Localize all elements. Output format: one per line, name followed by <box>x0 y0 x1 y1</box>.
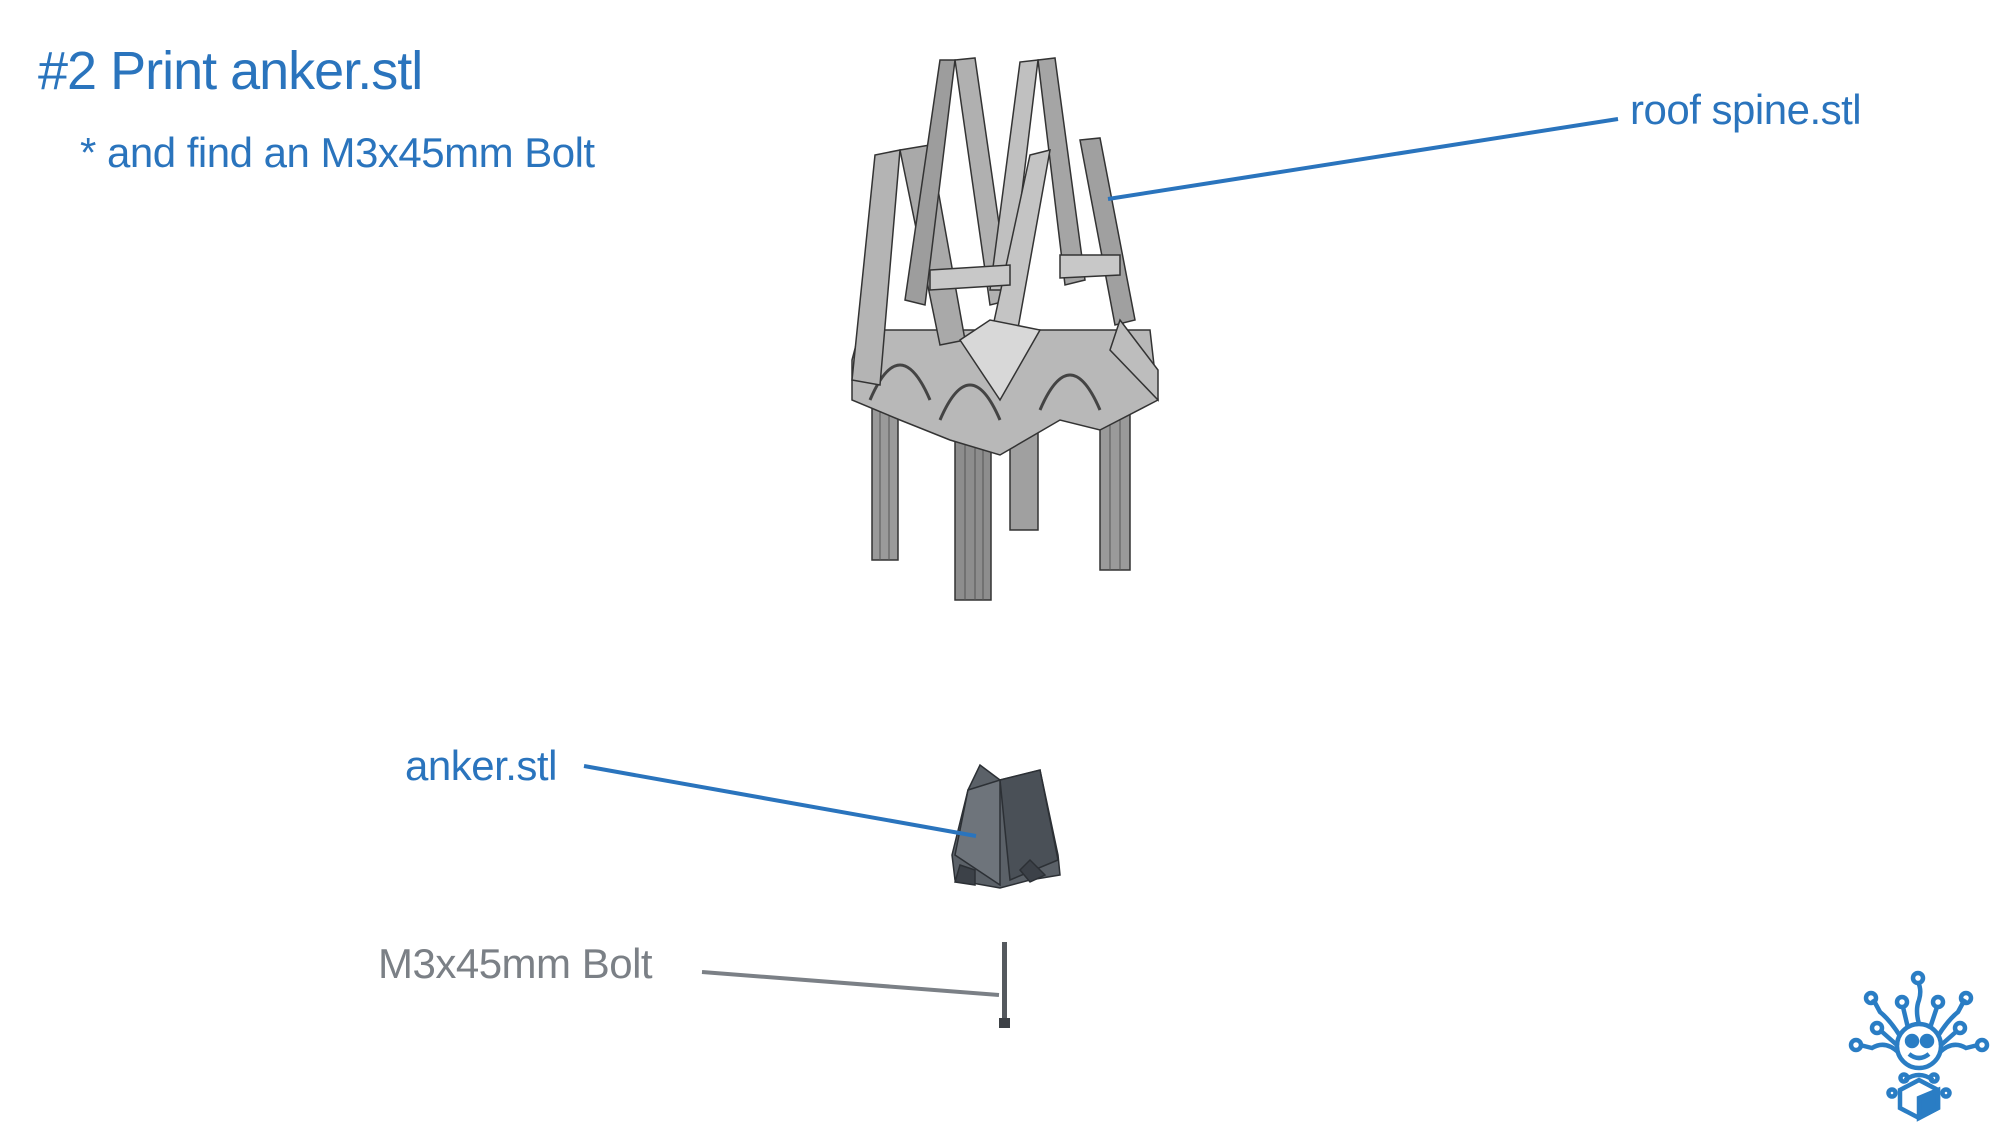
slide-subtitle: * and find an M3x45mm Bolt <box>80 129 595 176</box>
label-roof-spine: roof spine.stl <box>1630 86 1862 133</box>
slide-title: #2 Print anker.stl <box>38 41 423 101</box>
label-bolt: M3x45mm Bolt <box>378 940 653 987</box>
anker-model <box>951 763 1061 889</box>
label-anker: anker.stl <box>405 742 557 789</box>
brand-logo <box>1848 970 1990 1122</box>
roof-spine-model <box>851 57 1159 601</box>
bolt-model <box>999 942 1010 1028</box>
pointer-line-anker <box>583 764 977 838</box>
pointer-line-bolt <box>701 970 1000 997</box>
pointer-line-roof <box>1107 117 1619 201</box>
